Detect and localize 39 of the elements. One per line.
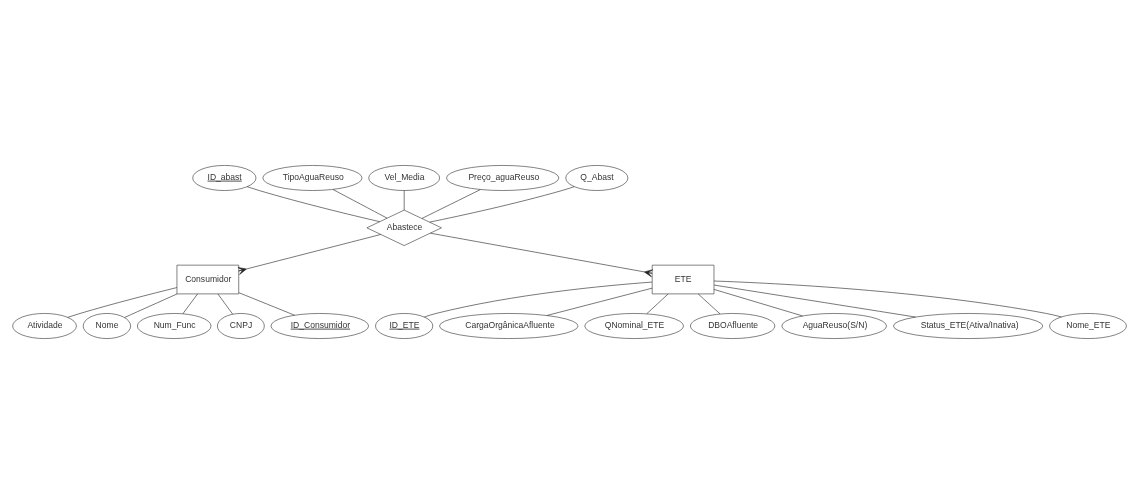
connector [429, 185, 575, 222]
node-box: ETE [651, 264, 715, 294]
connector [246, 185, 380, 222]
node-ellipse: Status_ETE(Ativa/Inativa) [893, 312, 1044, 339]
node-ellipse: ID_abast [192, 164, 257, 191]
node-ellipse: CargaOrgânicaAfluente [439, 312, 579, 339]
connector [237, 233, 381, 275]
connector [403, 189, 405, 210]
node-ellipse: QNominal_ETE [584, 312, 684, 339]
node-ellipse: CNPJ [217, 312, 265, 339]
connector [182, 293, 198, 314]
node-diamond: Abastece [366, 209, 442, 246]
connector [713, 288, 803, 316]
connector [67, 286, 178, 318]
connector [238, 291, 295, 316]
node-ellipse: AguaReuso(S/N) [781, 312, 887, 339]
connector [546, 287, 653, 316]
node-ellipse: ID_Consumidor [270, 312, 369, 339]
node-ellipse: Atividade [12, 312, 77, 339]
node-ellipse: Preço_aguaReuso [446, 164, 560, 191]
node-ellipse: DBOAfluente [690, 312, 776, 339]
node-ellipse: Vel_Media [368, 164, 440, 191]
connector [646, 293, 669, 314]
connector [713, 284, 916, 317]
node-ellipse: Q_Abast [565, 164, 629, 191]
node-box: Consumidor [176, 264, 240, 294]
connector [332, 188, 388, 218]
node-ellipse: TipoAguaReuso [262, 164, 363, 191]
connector [713, 280, 1062, 317]
connector [124, 293, 178, 318]
connector [424, 281, 653, 317]
node-ellipse: Nome [82, 312, 131, 339]
connector [421, 188, 481, 219]
connector [217, 293, 233, 314]
connector [697, 293, 721, 314]
node-ellipse: ID_ETE [375, 312, 434, 339]
connector [430, 232, 653, 277]
node-ellipse: Num_Func [137, 312, 212, 339]
node-ellipse: Nome_ETE [1049, 312, 1127, 339]
